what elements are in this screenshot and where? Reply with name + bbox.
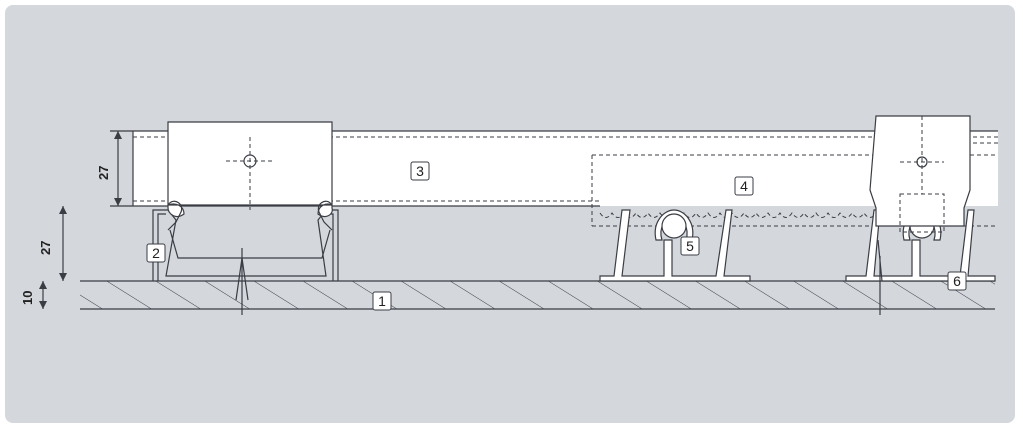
support-profiles	[599, 209, 996, 315]
callout-5: 5	[680, 236, 700, 256]
technical-section-drawing: 27 27 10 1 2 3 4 5 6	[20, 115, 998, 315]
callout-6: 6	[947, 271, 967, 291]
floor-slab	[80, 280, 995, 310]
connector-block-right	[869, 115, 971, 233]
connector-block-left	[167, 121, 333, 315]
diagram-panel: 27 27 10 1 2 3 4 5 6	[5, 5, 1015, 423]
callout-4: 4	[734, 176, 754, 196]
carrier-channel	[152, 209, 339, 281]
dimension-label-slab: 10	[20, 291, 35, 305]
svg-text:4: 4	[740, 178, 748, 194]
svg-text:1: 1	[378, 293, 386, 309]
dimension-slab: 10	[20, 281, 47, 309]
dimension-label-rib: 27	[38, 241, 53, 255]
svg-text:3: 3	[416, 163, 424, 179]
callout-2: 2	[146, 243, 166, 263]
dimension-rail: 27	[96, 130, 133, 207]
dimension-label-rail: 27	[96, 166, 111, 180]
dimension-rib: 27	[38, 206, 67, 281]
callout-1: 1	[372, 291, 392, 311]
callout-3: 3	[410, 161, 430, 181]
svg-text:2: 2	[152, 245, 160, 261]
svg-text:6: 6	[953, 273, 961, 289]
svg-text:5: 5	[686, 238, 694, 254]
